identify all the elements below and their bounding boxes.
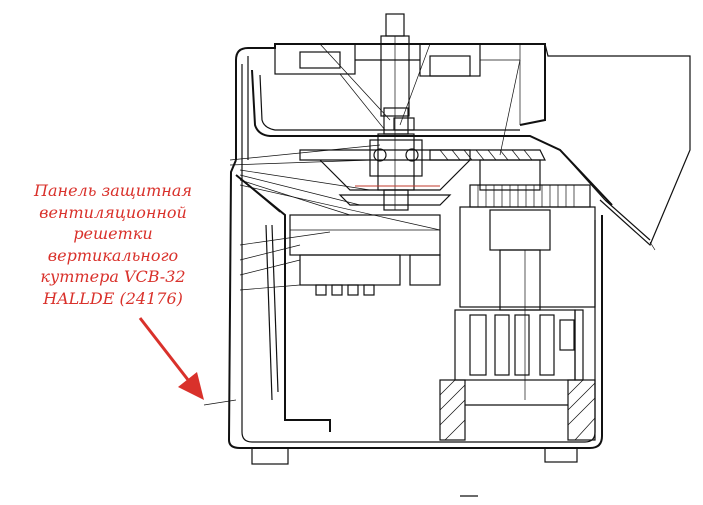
feet: [251, 447, 578, 497]
ventilation-grille-panel: [235, 169, 441, 432]
drive-gear: [469, 159, 591, 208]
leader-lines: [229, 43, 521, 166]
motor-block: [454, 206, 596, 400]
top-frame: [274, 43, 521, 125]
annotation-caption: Панель защитная вентиляционной решетки в…: [18, 180, 208, 309]
caption-line-6: HALLDE (24176): [43, 288, 183, 308]
annotation-arrow: [138, 317, 237, 406]
bearing-housing: [299, 149, 546, 206]
arrow-head: [178, 372, 204, 400]
arrow-shaft: [138, 317, 194, 386]
caption-line-1: Панель защитная: [34, 181, 192, 200]
base-blocks: [439, 379, 596, 441]
caption-line-4: вертикального: [47, 245, 179, 265]
caption-line-2: вентиляционной: [39, 202, 187, 222]
control-board: [289, 214, 441, 296]
caption-line-5: куттера VCB-32: [40, 267, 186, 286]
caption-line-3: решетки: [73, 224, 153, 243]
lid: [251, 43, 691, 251]
outer-housing: [227, 43, 603, 449]
